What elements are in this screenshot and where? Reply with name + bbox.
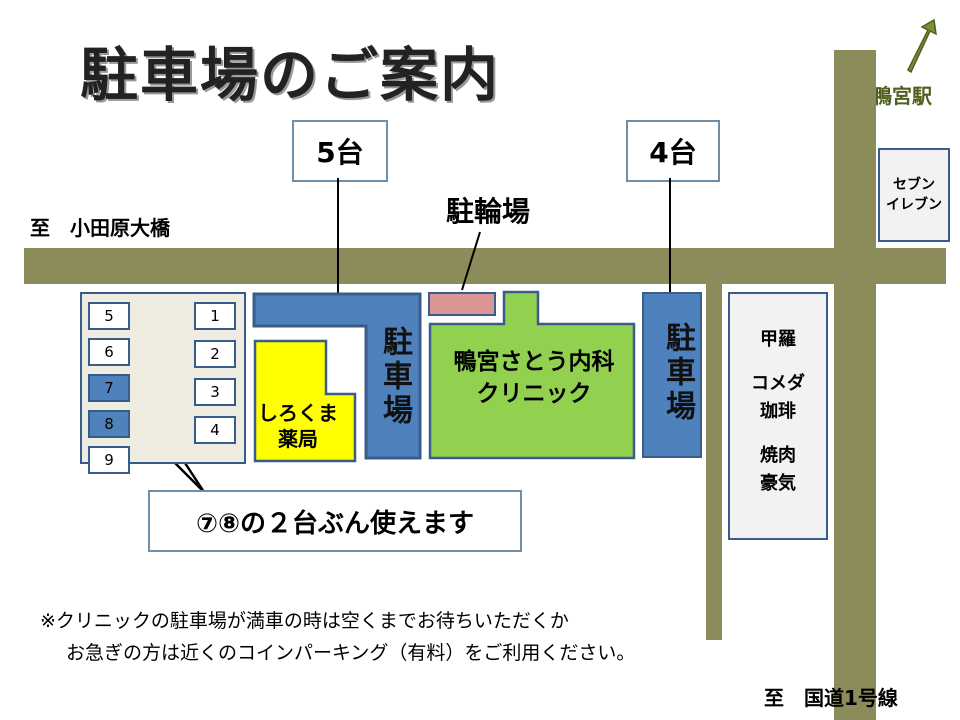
lot-slot-1: 1 [194, 302, 236, 330]
parking-five-label: 駐車場 [377, 326, 412, 428]
pharmacy-building [253, 339, 357, 463]
shop-komeda-line1: コメダ [751, 373, 805, 394]
bicycle-parking-area [428, 292, 496, 316]
note-line-1: ※クリニックの駐車場が満車の時は空くまでお待ちいただくか [40, 610, 569, 632]
shop-yakiniku-line1: 焼肉 [760, 445, 796, 466]
north-arrow-icon [907, 18, 937, 74]
road-south-label: 至 国道1号線 [764, 686, 898, 710]
shops-block [728, 292, 828, 540]
note-line-2: お急ぎの方は近くのコインパーキング（有料）をご利用ください。 [66, 642, 636, 664]
page-title: 駐車場のご案内 [80, 41, 501, 109]
parking-four-label: 駐車場 [660, 322, 695, 424]
pharmacy-line2: 薬局 [278, 427, 318, 451]
lot-slot-2: 2 [194, 340, 236, 368]
usable-slots-callout: ⑦⑧の２台ぶん使えます [148, 490, 522, 552]
shop-yakiniku: 焼肉 豪気 [728, 442, 828, 498]
pharmacy-line1: しろくま [258, 401, 338, 425]
main-road-horizontal [24, 248, 946, 284]
lot-column-left: 5 6 7 8 9 [88, 302, 130, 474]
side-alley [706, 284, 722, 640]
road-west-label: 至 小田原大橋 [30, 216, 170, 240]
clinic-label: 鴨宮さとう内科 クリニック [432, 346, 636, 410]
clinic-line1: 鴨宮さとう内科 [453, 349, 615, 375]
seven-eleven-line1: セブン [893, 177, 935, 193]
shop-yakiniku-line2: 豪気 [760, 473, 796, 494]
main-road-vertical [834, 50, 876, 720]
clinic-parking-five [252, 292, 422, 460]
shop-komeda: コメダ 珈琲 [728, 370, 828, 426]
lot-slot-6: 6 [88, 338, 130, 366]
pharmacy-label: しろくま 薬局 [258, 400, 338, 452]
clinic-parking-four [642, 292, 702, 458]
shops-list: 甲羅 コメダ 珈琲 焼肉 豪気 [728, 326, 828, 498]
lot-slot-7: 7 [88, 374, 130, 402]
clinic-line2: クリニック [476, 381, 592, 407]
lot-slot-9: 9 [88, 446, 130, 474]
seven-eleven-line2: イレブン [886, 197, 942, 213]
callout-four-spaces: 4台 [626, 120, 720, 182]
shop-kora: 甲羅 [728, 326, 828, 354]
callout-five-spaces: 5台 [292, 120, 388, 182]
station-label: 鴨宮駅 [872, 84, 932, 108]
lot-slot-5: 5 [88, 302, 130, 330]
clinic-building [428, 290, 636, 460]
lot-slot-3: 3 [194, 378, 236, 406]
shop-kora-name: 甲羅 [760, 329, 796, 350]
bicycle-parking-label: 駐輪場 [446, 195, 531, 228]
lot-slot-8: 8 [88, 410, 130, 438]
lot-slot-4: 4 [194, 416, 236, 444]
shop-komeda-line2: 珈琲 [760, 401, 796, 422]
lot-column-right: 1 2 3 4 [194, 302, 236, 444]
seven-eleven-store: セブン イレブン [878, 148, 950, 242]
